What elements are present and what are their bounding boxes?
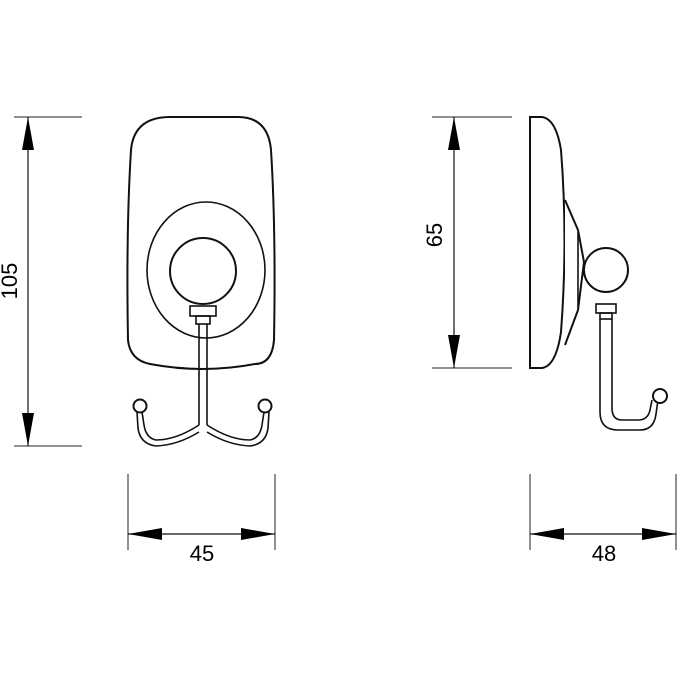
front-hook-ball-left bbox=[132, 398, 148, 414]
front-knob bbox=[169, 237, 237, 305]
dimension-label-105: 105 bbox=[0, 263, 22, 300]
front-view bbox=[126, 116, 276, 447]
front-connector-neck bbox=[195, 315, 211, 325]
arrowhead bbox=[642, 528, 676, 540]
dimension-label-45: 45 bbox=[190, 541, 214, 566]
side-hook bbox=[599, 319, 659, 431]
side-backplate bbox=[529, 116, 566, 369]
front-hook-ball-right bbox=[257, 398, 273, 414]
side-view bbox=[529, 116, 668, 431]
arrowhead bbox=[22, 117, 34, 150]
dimension-front-width: 45 bbox=[127, 474, 276, 566]
dimension-side-width: 48 bbox=[529, 474, 677, 566]
arrowhead bbox=[448, 117, 460, 150]
dimension-side-height: 65 bbox=[422, 116, 512, 369]
arrowhead bbox=[530, 528, 564, 540]
dimension-label-48: 48 bbox=[592, 541, 616, 566]
side-connector-neck bbox=[599, 312, 613, 320]
arrowhead bbox=[241, 528, 275, 540]
arrowhead bbox=[128, 528, 162, 540]
front-hook-stem bbox=[198, 324, 208, 425]
arrowhead bbox=[22, 413, 34, 446]
dimension-label-65: 65 bbox=[422, 223, 447, 247]
side-connector bbox=[595, 303, 617, 314]
dimension-front-height: 105 bbox=[0, 116, 82, 447]
front-outer-oval bbox=[146, 201, 266, 339]
arrowhead bbox=[448, 335, 460, 368]
side-knob bbox=[583, 247, 629, 293]
side-mount-cone bbox=[564, 199, 586, 346]
front-hook-arms bbox=[136, 411, 270, 447]
side-hook-ball bbox=[652, 388, 668, 404]
